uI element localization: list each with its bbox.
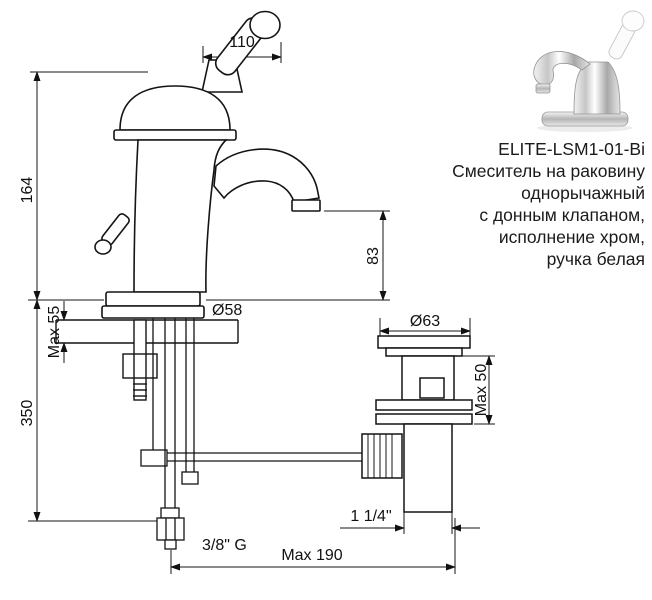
countertop-lines (55, 319, 239, 344)
product-description-line: исполнение хром, (498, 227, 645, 247)
photo-handle-ball (621, 10, 645, 32)
base-flange-bottom (101, 305, 205, 319)
drain-window (419, 377, 445, 399)
product-code: ELITE-LSM1-01-Bi (498, 139, 645, 159)
dim-label-d58: Ø58 (212, 302, 242, 319)
product-info: ELITE-LSM1-01-Bi Смеситель на раковину о… (405, 138, 645, 270)
mounting-nut (122, 353, 158, 379)
dim-label-1-1-4: 1 1/4" (350, 508, 391, 525)
dim-label-110: 110 (229, 34, 255, 51)
dimension-labels: 110 164 83 Ø58 Max 55 350 Ø63 Max 50 1 1… (19, 34, 490, 564)
dim-label-350: 350 (19, 400, 36, 427)
drain-plate-2 (375, 413, 473, 425)
drain-flange (377, 335, 471, 349)
product-photo (533, 10, 645, 132)
photo-outlet (535, 83, 551, 94)
drain-assembly (361, 335, 473, 513)
faucet-body (133, 139, 228, 293)
supply-hoses (156, 318, 199, 550)
dimension-lines (28, 42, 495, 574)
product-description-line: Смеситель на раковину (452, 161, 645, 181)
linkage-nut (361, 433, 403, 479)
dim-label-max55: Max 55 (46, 306, 63, 359)
spout (213, 148, 320, 203)
product-description-line: ручка белая (546, 249, 645, 269)
product-description-line: с донным клапаном, (479, 205, 645, 225)
aerator (291, 199, 321, 212)
dim-label-max190: Max 190 (281, 547, 342, 564)
popup-rod-linkage (140, 318, 364, 467)
dim-label-164: 164 (19, 177, 36, 204)
product-description-line: однорычажный (521, 183, 645, 203)
base-flange-top (105, 291, 201, 307)
drain-lower-body (403, 423, 453, 513)
mounting-hardware (122, 319, 158, 401)
dome-cap (119, 85, 231, 131)
hose-connector-hex (156, 517, 185, 541)
handle-ball (249, 10, 281, 40)
dim-label-max50: Max 50 (473, 364, 490, 417)
photo-body (573, 61, 621, 115)
dim-label-3-8-g: 3/8" G (202, 537, 247, 554)
dim-label-83: 83 (365, 247, 382, 265)
popup-knob-ball (94, 239, 112, 255)
dome-ring (113, 129, 237, 141)
dim-label-d63: Ø63 (410, 313, 440, 330)
faucet-outline (94, 10, 321, 319)
drain-plate-1 (375, 399, 473, 411)
